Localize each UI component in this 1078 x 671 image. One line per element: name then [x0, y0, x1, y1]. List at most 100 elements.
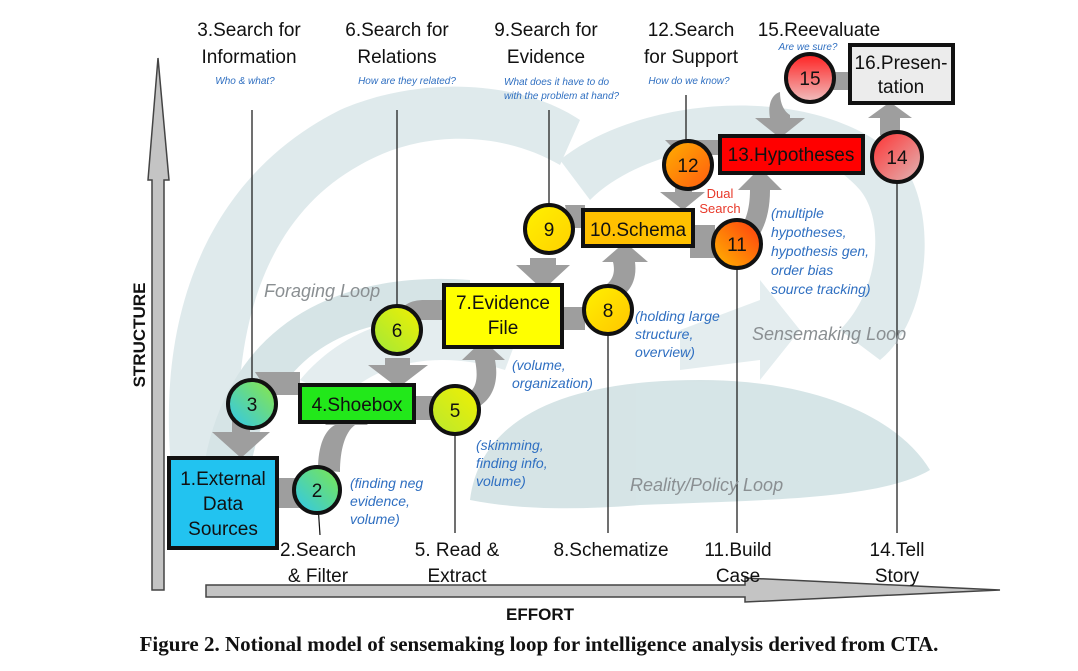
- circle-label: 14: [886, 148, 908, 169]
- box-schema[interactable]: 10.Schema: [581, 208, 695, 248]
- figure-caption: Figure 2. Notional model of sensemaking …: [139, 632, 939, 656]
- structure-axis: STRUCTURE: [130, 57, 170, 591]
- label-line: Information: [201, 47, 296, 68]
- dual-search-line: Search: [699, 201, 740, 216]
- flow-arrows: [212, 72, 912, 508]
- circle-label: 3: [247, 395, 258, 416]
- box-presentation-rect: [848, 43, 955, 105]
- label-line: Extract: [427, 566, 487, 587]
- note-line: overview): [635, 344, 695, 360]
- label-schematize: 8.Schematize: [553, 540, 668, 561]
- label-line: & Filter: [288, 566, 349, 587]
- reality-policy-loop-label: Reality/Policy Loop: [630, 475, 783, 495]
- reality-policy-loop-swirl: [470, 380, 930, 509]
- box-presentation[interactable]: 16.Presen-tation: [848, 43, 955, 105]
- circle-step-15[interactable]: 15: [784, 52, 836, 104]
- structure-axis-label: STRUCTURE: [130, 283, 149, 388]
- flow-arrow-14-to-16: [868, 102, 912, 135]
- box-external-data-sources-rect: [167, 456, 279, 550]
- circle-step-3[interactable]: 3: [226, 378, 278, 430]
- circle-step-11[interactable]: 11: [711, 218, 763, 270]
- circle-step-12[interactable]: 12: [662, 139, 714, 191]
- box-label: 7.Evidence: [456, 293, 550, 314]
- note-line: (multiple: [771, 205, 824, 221]
- circle-step-14[interactable]: 14: [870, 130, 924, 184]
- note-step-11: (multiple hypotheses, hypothesis gen, order…: [771, 205, 871, 297]
- flow-arrow-6-to-4: [368, 358, 428, 388]
- circle-step-8[interactable]: 8: [582, 284, 634, 336]
- circle-label: 8: [603, 301, 614, 322]
- sensemaking-loop-swirl: [560, 105, 925, 361]
- box-label: Sources: [188, 519, 258, 540]
- sensemaking-loop-arrow-right: [680, 280, 800, 380]
- label-line: 11.Build: [704, 540, 771, 561]
- label-reevaluate: 15.Reevaluate Are we sure?: [758, 20, 881, 53]
- circle-step-3-shape: [226, 378, 278, 430]
- label-line: 14.Tell: [870, 540, 925, 561]
- label-line: 3.Search for: [197, 20, 301, 41]
- circle-step-8-shape: [582, 284, 634, 336]
- label-line: 12.Search: [648, 20, 735, 41]
- box-shoebox-rect: [298, 383, 416, 424]
- note-line: finding info,: [476, 455, 548, 471]
- note-step-7: (volume,organization): [512, 357, 593, 391]
- effort-axis-label: EFFORT: [506, 605, 575, 624]
- label-line: 15.Reevaluate: [758, 20, 881, 41]
- label-search-and-filter: 2.Search & Filter: [280, 540, 356, 587]
- circle-step-2[interactable]: 2: [292, 465, 342, 515]
- box-hypotheses-rect: [718, 134, 865, 175]
- note-step-5: (skimming,finding info,volume): [476, 437, 548, 489]
- box-label: File: [488, 318, 519, 339]
- circle-step-12-shape: [662, 139, 714, 191]
- note-line: (holding large: [635, 308, 720, 324]
- note-line: structure,: [635, 326, 693, 342]
- label-line: Relations: [357, 47, 436, 68]
- foraging-loop-label: Foraging Loop: [264, 281, 380, 301]
- flow-arrow-9-to-7: [516, 258, 570, 290]
- note-line: order bias: [771, 262, 833, 278]
- note-line: hypothesis gen,: [771, 243, 869, 259]
- circle-step-9[interactable]: 9: [523, 203, 575, 255]
- circle-step-6[interactable]: 6: [371, 304, 423, 356]
- box-label: 1.External: [180, 469, 266, 490]
- circle-step-15-shape: [784, 52, 836, 104]
- dual-search-line: Dual: [707, 186, 734, 201]
- flow-arrow-15-to-13: [755, 92, 805, 138]
- note-step-8: (holding large structure, overview): [635, 308, 720, 360]
- circle-step-9-shape: [523, 203, 575, 255]
- effort-axis: EFFORT: [205, 577, 1001, 624]
- circle-step-5[interactable]: 5: [429, 384, 481, 436]
- box-label: Data: [203, 494, 244, 515]
- note-line: source tracking): [771, 281, 871, 297]
- circle-label: 11: [727, 235, 747, 256]
- circle-label: 5: [450, 401, 461, 422]
- box-shoebox[interactable]: 4.Shoebox: [298, 383, 416, 424]
- connector-lines: [251, 95, 898, 536]
- circle-step-14-shape: [870, 130, 924, 184]
- circle-step-6-shape: [371, 304, 423, 356]
- box-hypotheses[interactable]: 13.Hypotheses: [718, 134, 865, 175]
- question-note: How do we know?: [648, 76, 730, 87]
- label-line: 5. Read &: [415, 540, 500, 561]
- circle-label: 12: [677, 156, 698, 177]
- flow-arrow-12-to-10: [660, 185, 705, 210]
- label-line: 2.Search: [280, 540, 356, 561]
- note-line: hypotheses,: [771, 224, 847, 240]
- circle-step-5-shape: [429, 384, 481, 436]
- box-evidence-file-rect: [442, 283, 564, 349]
- note-line: organization): [512, 375, 593, 391]
